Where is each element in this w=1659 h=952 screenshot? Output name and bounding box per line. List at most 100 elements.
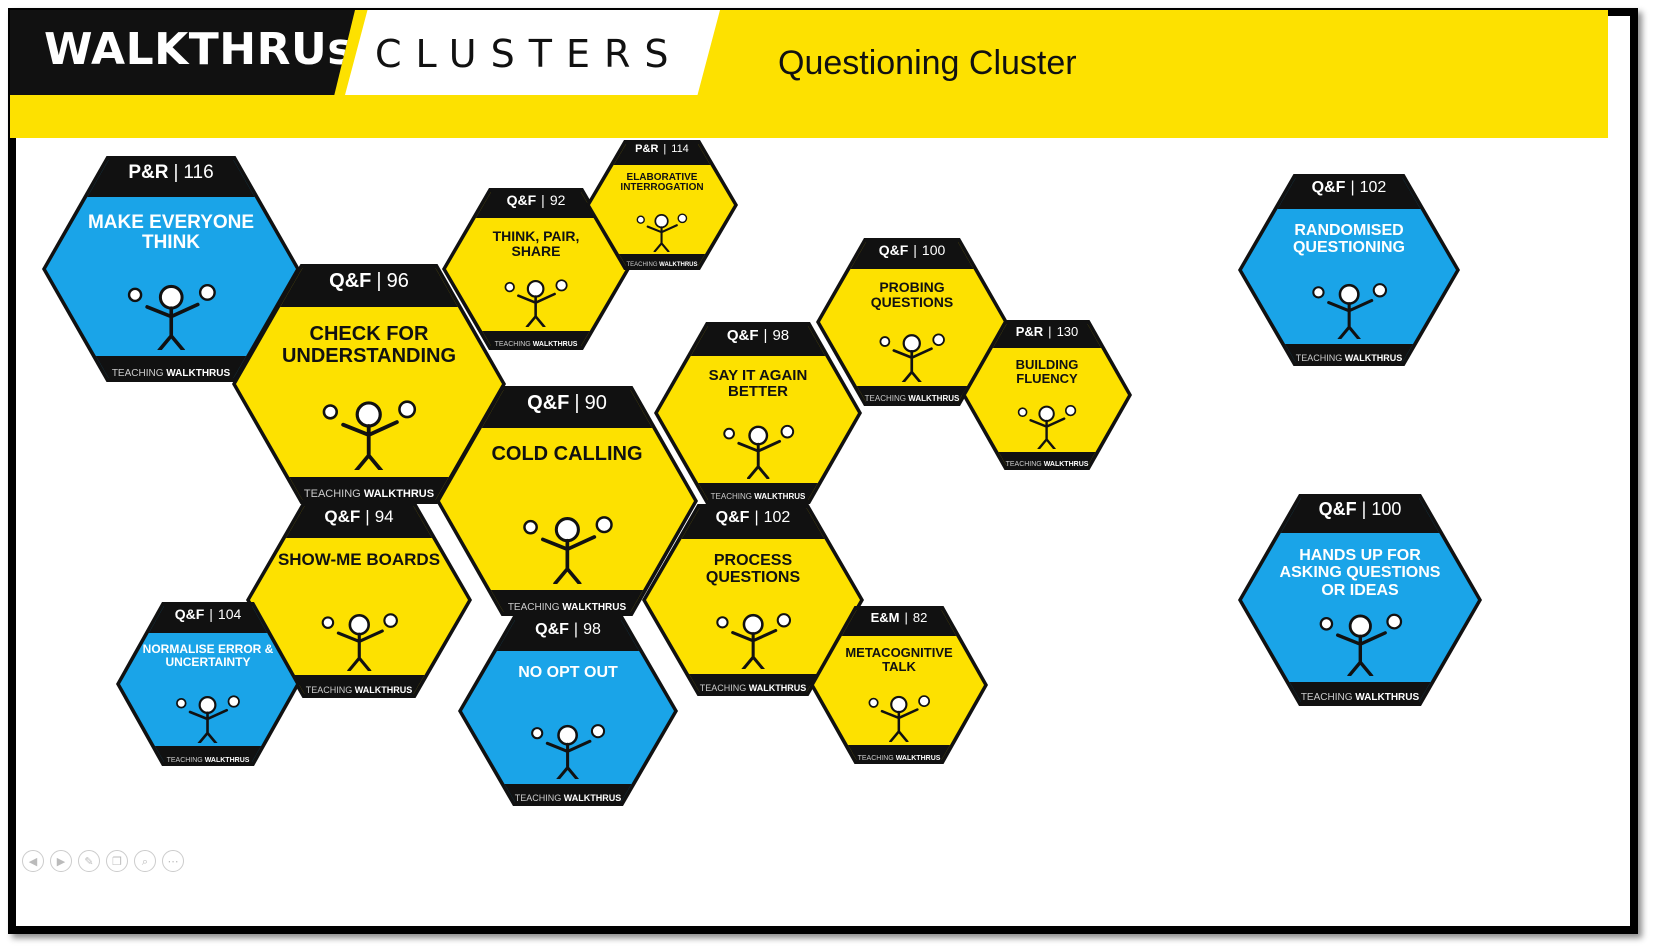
card-page-number: 102 xyxy=(763,508,791,526)
card-category: Q&F xyxy=(329,270,372,292)
hex-bottom-bar xyxy=(966,451,1128,466)
card-category: Q&F xyxy=(878,242,909,259)
card-code: Q&F|102 xyxy=(1238,179,1460,197)
hex-top-bar xyxy=(590,144,734,165)
card-page-number: 104 xyxy=(217,606,242,623)
card-title: NO OPT OUT xyxy=(518,663,618,681)
card-category: E&M xyxy=(870,609,900,625)
card-title: RANDOMISED QUESTIONING xyxy=(1292,222,1405,257)
brand-logo: WALKTHRUs xyxy=(44,24,354,75)
nav-control-4[interactable]: ⌕ xyxy=(134,850,156,872)
nav-control-5[interactable]: ⋯ xyxy=(162,850,184,872)
card-page-number: 130 xyxy=(1056,323,1079,339)
card-category: Q&F xyxy=(174,606,205,623)
card-category: Q&F xyxy=(324,506,361,526)
card-title: MAKE EVERYONE THINK xyxy=(87,211,255,254)
thinking-person-icon xyxy=(322,399,417,471)
card-footer: TEACHING WALKTHRUS xyxy=(1238,692,1482,703)
card-footer: TEACHING WALKTHRUS xyxy=(116,757,300,764)
card-code: Q&F|98 xyxy=(654,327,862,344)
card-code: P&R|130 xyxy=(962,324,1132,339)
nav-control-0[interactable]: ◀ xyxy=(22,850,44,872)
hex-bottom-bar xyxy=(820,386,1004,402)
code-divider: | xyxy=(541,192,545,209)
code-divider: | xyxy=(573,620,579,638)
card-page-number: 96 xyxy=(386,270,409,292)
hex-bottom-bar xyxy=(1242,681,1478,702)
group-speech-icon xyxy=(637,213,688,252)
lottery-wheel-icon xyxy=(1312,282,1387,340)
footer-prefix: TEACHING xyxy=(514,793,562,804)
pointing-teacher-icon xyxy=(522,516,613,584)
code-divider: | xyxy=(1361,499,1367,520)
card-page-number: 116 xyxy=(183,161,214,183)
equation-board-icon xyxy=(531,723,606,780)
stairs-icon xyxy=(1018,405,1077,449)
boards-icon xyxy=(321,613,398,671)
question-cloud-icon xyxy=(879,333,946,383)
footer-brand: WALKTHRUS xyxy=(908,394,960,404)
footer-brand: WALKTHRUS xyxy=(1043,460,1089,468)
nav-control-2[interactable]: ✎ xyxy=(78,850,100,872)
teacher-gesture-icon xyxy=(504,279,568,328)
clusters-label: CLUSTERS xyxy=(375,32,683,76)
card-category: P&R xyxy=(635,143,659,156)
card-footer: TEACHING WALKTHRUS xyxy=(436,602,698,613)
footer-prefix: TEACHING xyxy=(303,488,361,501)
card-footer: TEACHING WALKTHRUS xyxy=(42,368,300,379)
card-code: Q&F|90 xyxy=(436,392,698,415)
card-title: ELABORATIVE INTERROGATION xyxy=(620,171,704,194)
hex-bottom-bar xyxy=(236,476,502,500)
card-code: Q&F|104 xyxy=(116,606,300,622)
card-title: METACOGNITIVE TALK xyxy=(845,644,953,674)
code-divider: | xyxy=(1350,178,1355,196)
code-divider: | xyxy=(763,326,768,344)
presentation-controls: ◀ ▶ ✎ ❐ ⌕ ⋯ xyxy=(22,850,184,872)
card-title: PROCESS QUESTIONS xyxy=(705,552,801,587)
people-brain-icon xyxy=(127,284,216,351)
hex-bottom-bar xyxy=(462,783,674,802)
nav-control-1[interactable]: ▶ xyxy=(50,850,72,872)
card-code: Q&F|92 xyxy=(442,192,630,208)
footer-brand: WALKTHRUS xyxy=(659,262,698,269)
nav-control-3[interactable]: ❐ xyxy=(106,850,128,872)
code-divider: | xyxy=(376,270,382,292)
card-page-number: 102 xyxy=(1359,178,1387,196)
card-footer: TEACHING WALKTHRUS xyxy=(232,488,506,500)
card-footer: TEACHING WALKTHRUS xyxy=(442,341,630,348)
code-divider: | xyxy=(913,242,917,259)
hex-bottom-bar xyxy=(1242,343,1456,362)
footer-prefix: TEACHING xyxy=(305,685,353,696)
footer-brand: WALKTHRUS xyxy=(1344,353,1403,364)
hex-bottom-bar xyxy=(120,746,296,762)
card-footer: TEACHING WALKTHRUS xyxy=(1238,353,1460,363)
footer-brand: WALKTHRUS xyxy=(166,367,231,379)
footer-prefix: TEACHING xyxy=(1295,353,1343,364)
footer-prefix: TEACHING xyxy=(857,754,894,762)
hex-bottom-bar xyxy=(814,745,984,760)
card-page-number: 90 xyxy=(584,391,607,414)
quote-person-icon xyxy=(723,425,794,479)
footer-brand: WALKTHRUS xyxy=(895,754,941,762)
card-footer: TEACHING WALKTHRUS xyxy=(642,683,864,693)
card-footer: TEACHING WALKTHRUS xyxy=(246,685,472,695)
card-footer: TEACHING WALKTHRUS xyxy=(458,793,678,803)
card-title: PROBING QUESTIONS xyxy=(870,279,954,311)
card-page-number: 98 xyxy=(772,326,790,344)
card-category: Q&F xyxy=(726,326,759,344)
footer-prefix: TEACHING xyxy=(699,683,747,694)
card-footer: TEACHING WALKTHRUS xyxy=(586,262,738,268)
card-category: Q&F xyxy=(535,620,569,638)
